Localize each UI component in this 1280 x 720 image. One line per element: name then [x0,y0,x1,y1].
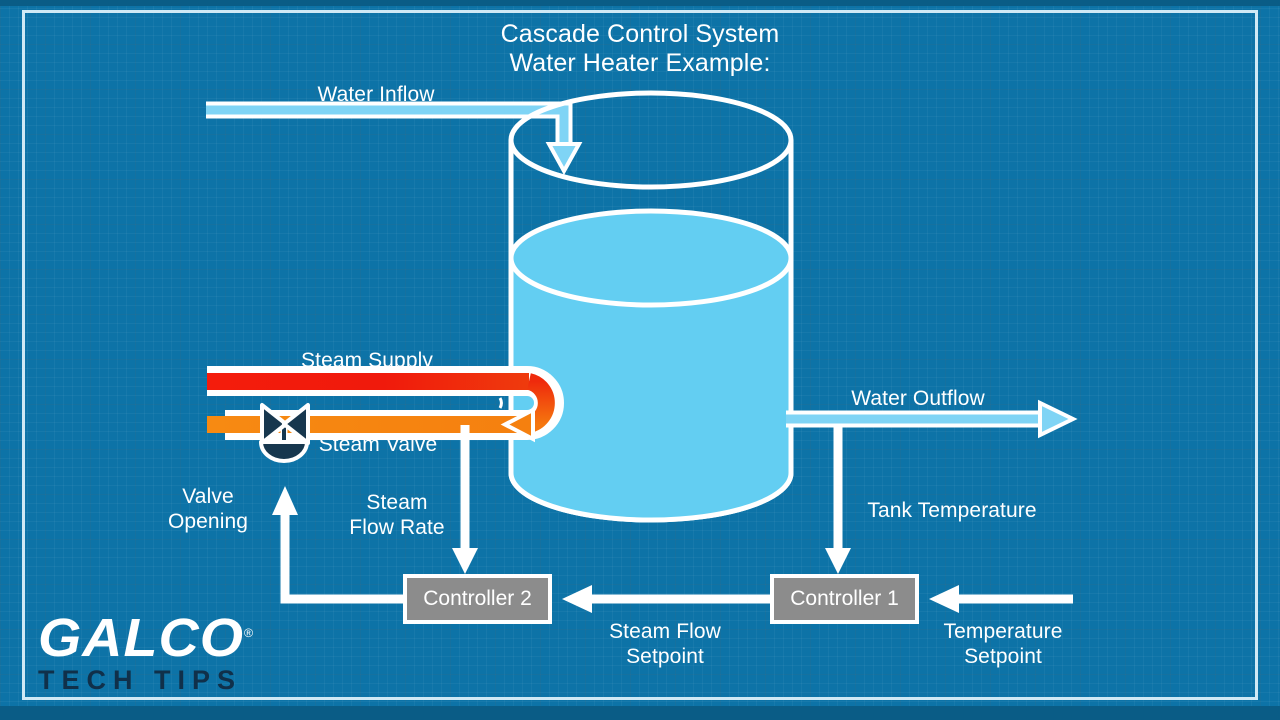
controller-2-label[interactable]: Controller 2 [423,587,532,610]
label-steam-supply: Steam Supply [301,349,433,372]
steam-valve-symbol [259,403,310,463]
label-steam-flow-rate: Steam Flow Rate [349,491,445,539]
logo-brand-text: GALCO [38,608,244,668]
signal-temperature-setpoint [929,585,1073,613]
label-steam-flow-setpoint: Steam Flow Setpoint [609,620,721,668]
controller-1-box[interactable] [770,574,919,624]
galco-tech-tips-logo: GALCO® TECH TIPS [38,608,253,695]
top-band [0,0,1280,6]
label-water-inflow: Water Inflow [317,83,435,106]
label-water-outflow: Water Outflow [851,387,985,410]
water-outflow-pipe [786,399,1078,439]
steam-supply-pipe [207,366,564,443]
logo-brand: GALCO® [38,608,255,665]
controller-1-label[interactable]: Controller 1 [790,587,899,610]
controller-2-box[interactable] [403,574,552,624]
label-temperature-setpoint: Temperature Setpoint [943,620,1063,668]
signal-tank-temperature [825,425,851,574]
signal-steam-flow-setpoint [562,585,775,613]
label-steam-valve: Steam Valve [318,433,438,456]
label-tank-temperature: Tank Temperature [867,499,1037,522]
water-inflow-pipe [206,101,583,176]
title-line-1: Cascade Control System [500,20,780,48]
water-heater-tank [508,90,794,523]
signal-steam-flow-rate [452,425,478,574]
label-valve-opening: Valve Opening [167,485,249,533]
bottom-band [0,706,1280,720]
signal-valve-opening [272,486,405,604]
logo-tagline: TECH TIPS [38,665,243,695]
title-line-2: Water Heater Example: [509,49,771,77]
logo-registered-mark: ® [244,626,255,640]
